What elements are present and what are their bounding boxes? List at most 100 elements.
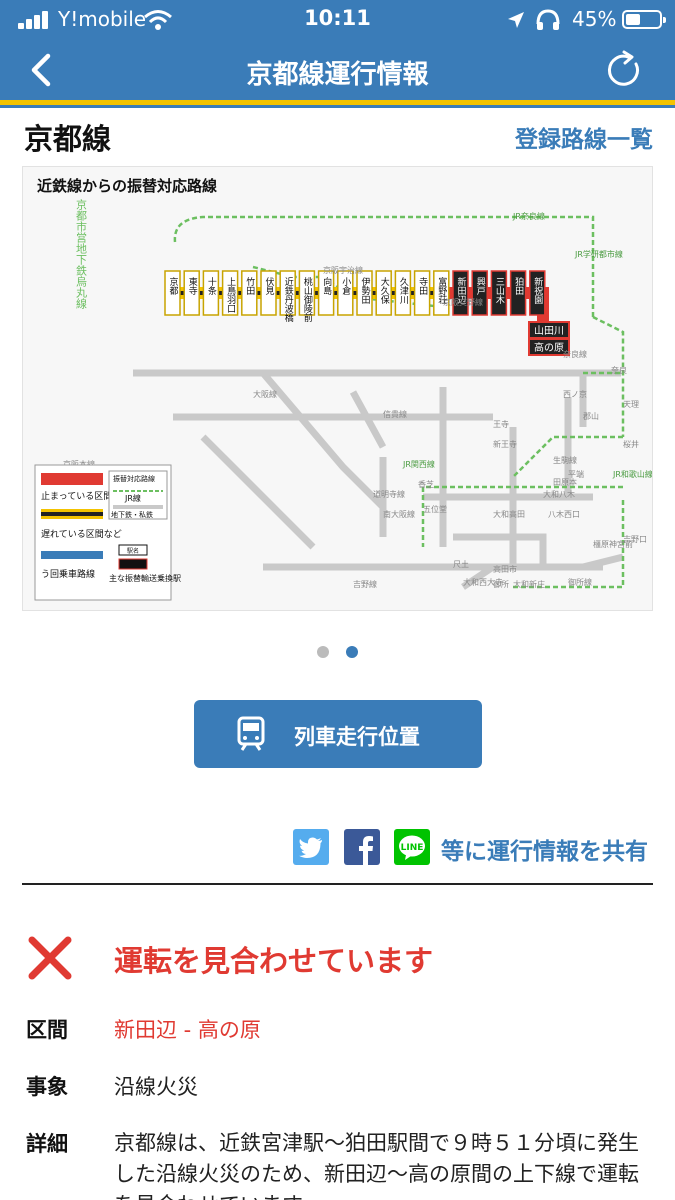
map-label: 道明寺線 [373, 489, 405, 499]
map-label: 王寺 [493, 420, 509, 429]
headphones-icon [536, 9, 560, 30]
cellular-signal-icon [18, 11, 52, 29]
map-label: 奈良線 [563, 349, 587, 359]
registered-lines-link[interactable]: 登録路線一覧 [515, 127, 653, 153]
map-label: 西ノ京 [563, 389, 587, 399]
location-arrow-icon [508, 12, 524, 28]
section-divider [22, 883, 653, 885]
station-box [452, 270, 469, 316]
facebook-icon[interactable] [344, 829, 380, 865]
station-label: 近鉄丹波橋 [283, 276, 294, 323]
legend-delayed: 遅れている区間など [41, 529, 122, 540]
svg-text:LINE: LINE [401, 843, 424, 853]
map-label: 大阪線 [253, 389, 277, 399]
map-label: 奈良 [611, 365, 627, 375]
map-label: 田原本 [553, 477, 577, 487]
station-box [490, 270, 508, 316]
station-box [509, 270, 527, 316]
pager-dot-2[interactable] [346, 646, 358, 658]
station-label: 伏見 [264, 276, 275, 296]
station-label: 伊勢田 [360, 276, 371, 305]
station-label: 三山木 [494, 277, 505, 305]
map-label: JR関西線 [402, 459, 435, 469]
legend-subway-private: 地下鉄・私鉄 [111, 510, 153, 519]
station-box-takanohara [528, 338, 570, 356]
pager-dot-1[interactable] [317, 646, 329, 658]
event-value: 沿線火災 [114, 1075, 198, 1099]
map-title: 近鉄線からの振替対応路線 [37, 177, 217, 195]
map-label: 桜井 [623, 439, 639, 449]
nav-accent-stripe-blue [0, 105, 675, 108]
station-box [279, 270, 296, 316]
train-icon [237, 716, 265, 751]
map-label: 平端 [568, 469, 584, 479]
detail-value: 京都線は、近鉄宮津駅～狛田駅間で９時５１分頃に発生した沿線火災のため、新田辺～高… [114, 1131, 639, 1200]
station-box [183, 270, 200, 316]
station-box [241, 270, 258, 316]
subway-line-label: 京都市営地下鉄烏丸線 [75, 198, 88, 309]
legend-station-name: 駅名 [127, 547, 139, 555]
station-label: 狛田 [513, 276, 524, 296]
section-label: 区間 [26, 1018, 68, 1042]
map-label: JR和歌山線 [612, 469, 653, 479]
station-box [413, 270, 431, 316]
legend-jr: JR線 [124, 493, 141, 503]
map-label: 郡山 [583, 411, 599, 421]
map-label: 橿原神宮前 [593, 539, 633, 549]
carrier-name: Y!mobile [58, 7, 147, 31]
train-location-button[interactable]: 列車走行位置 [194, 700, 482, 768]
back-chevron-icon[interactable] [24, 52, 60, 88]
station-box [433, 270, 450, 316]
suspended-x-icon [28, 936, 72, 980]
station-label: 小倉 [340, 277, 351, 296]
refresh-icon[interactable] [602, 48, 646, 92]
map-label: 御所線 [568, 577, 592, 587]
legend-detour: う回乗車路線 [41, 568, 95, 580]
event-label: 事象 [26, 1075, 68, 1099]
station-box [337, 270, 354, 316]
alternate-route-map[interactable]: 近鉄線からの振替対応路線 [22, 166, 653, 611]
station-label: 興戸 [475, 277, 486, 296]
map-label: 生駒線 [553, 455, 577, 465]
map-label: 京阪本線 [63, 459, 95, 469]
station-box [529, 270, 546, 316]
station-box [202, 270, 220, 316]
station-label: 十条 [206, 276, 217, 295]
map-label: 吉野線 [353, 579, 377, 589]
station-label: 新田辺 [456, 276, 467, 305]
detail-label: 詳細 [26, 1132, 68, 1156]
station-box [260, 270, 277, 316]
map-label: 天理 [623, 400, 639, 409]
station-box [356, 270, 373, 316]
station-label: 久津川 [398, 276, 409, 304]
line-icon[interactable]: LINE [394, 829, 430, 865]
map-label: 尺土 [453, 559, 469, 569]
train-location-label: 列車走行位置 [294, 725, 420, 749]
station-label: 京都 [168, 276, 179, 296]
station-label: 新祝園 [532, 276, 543, 305]
map-label: 香芝 [418, 479, 434, 489]
station-label: 上鳥羽口 [225, 277, 236, 313]
station-box [221, 270, 239, 316]
station-label: 寺田 [417, 277, 428, 296]
station-box [394, 270, 412, 316]
nav-bar: 京都線運行情報 [0, 38, 675, 100]
map-label: JR学研都市線 [574, 249, 623, 259]
map-label: 八木西口 [548, 509, 580, 519]
station-box [298, 270, 316, 316]
map-label: 信貴線 [383, 409, 407, 419]
map-label: 五位堂 [423, 504, 447, 514]
map-label: 大和新庄 [513, 579, 545, 589]
other-map-labels: JR奈良線京阪宇治線京阪本線京阪交野線JR学研都市線大阪線奈良線信貴線生駒線JR… [63, 211, 653, 589]
station-label: 東寺 [187, 276, 198, 295]
share-text: 等に運行情報を共有 [441, 839, 648, 865]
station-box [164, 270, 181, 316]
route-map-svg: 近鉄線からの振替対応路線 [23, 167, 653, 610]
battery-fill [626, 14, 641, 25]
station-box [471, 270, 488, 316]
twitter-icon[interactable] [293, 829, 329, 865]
station-label-yamadagawa: 山田川 [534, 325, 564, 337]
battery-percent: 45% [572, 7, 617, 31]
map-legend: 止まっている区間 遅れている区間など う回乗車路線 振替対応路線 JR線 地下鉄… [34, 464, 181, 601]
station-label: 向島 [321, 276, 332, 296]
